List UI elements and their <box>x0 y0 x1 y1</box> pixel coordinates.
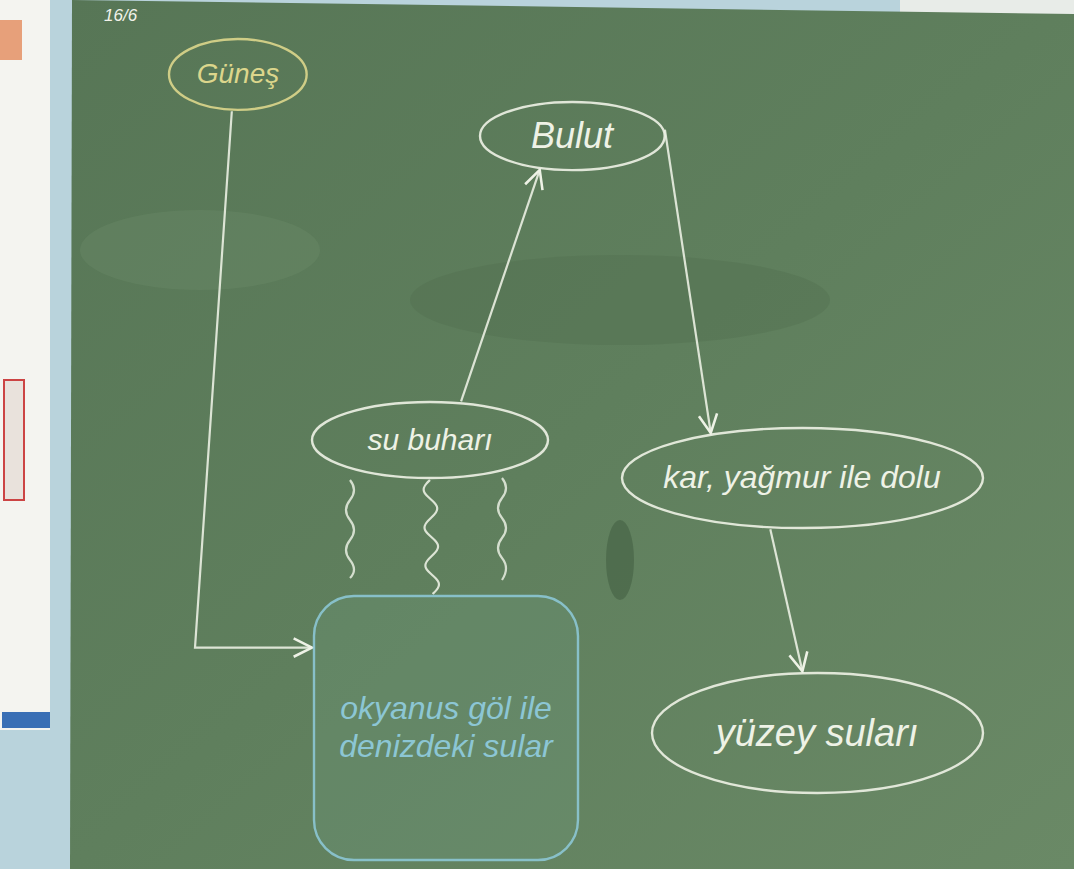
ellipse-node: su buharı <box>310 400 550 480</box>
chalk-arrow <box>665 130 711 433</box>
node-text: kar, yağmur ile dolu <box>663 459 940 497</box>
chalk-arrow <box>195 111 312 647</box>
ellipse-node: yüzey suları <box>650 671 985 795</box>
date-note: 16/6 <box>104 6 137 26</box>
node-text: su buharı <box>367 422 492 457</box>
ellipse-node: Bulut <box>478 100 667 172</box>
node-text: Bulut <box>531 115 613 157</box>
evaporation-squiggle <box>424 480 439 594</box>
board-surface <box>70 0 1074 869</box>
water-box: okyanus göl ile denizdeki sular <box>312 594 580 862</box>
chalk-arrow <box>461 170 540 402</box>
ellipse-node: Güneş <box>167 37 309 112</box>
node-text: Güneş <box>197 57 280 90</box>
node-text: yüzey suları <box>716 711 919 756</box>
chalk-arrow <box>770 529 802 671</box>
node-text: okyanus göl ile denizdeki sular <box>332 690 560 766</box>
ellipse-node: kar, yağmur ile dolu <box>620 426 985 530</box>
wall-poster <box>0 0 50 730</box>
vapour-squiggles <box>346 478 506 580</box>
